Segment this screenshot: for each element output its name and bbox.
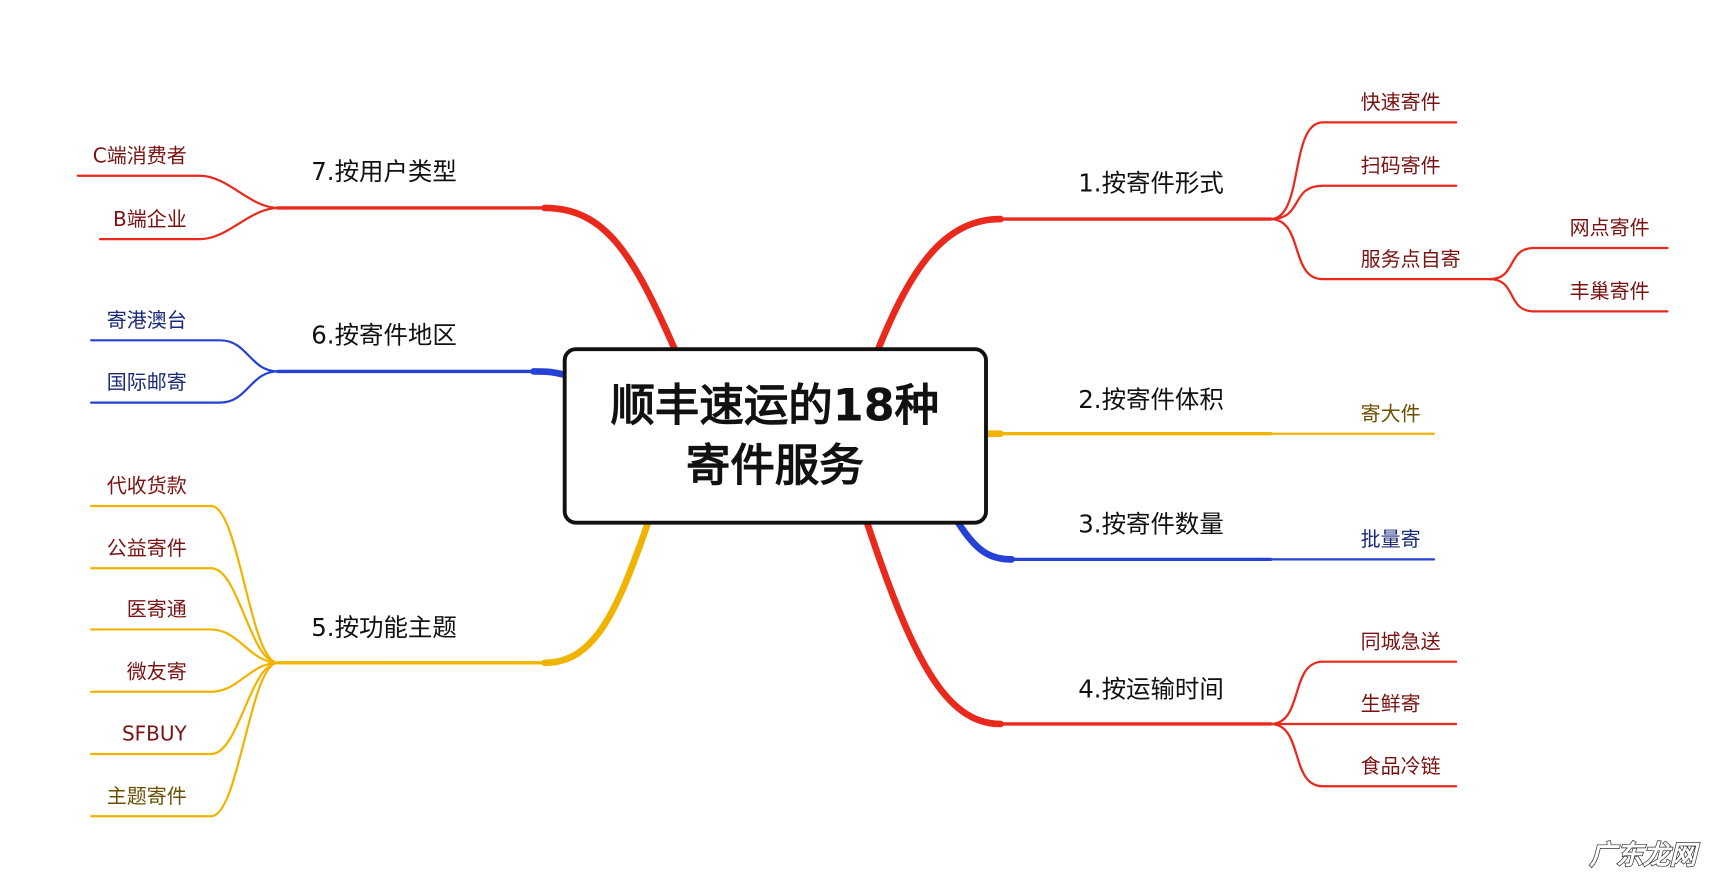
- leaf-connector: [1269, 660, 1458, 726]
- leaf-node[interactable]: 生鲜寄: [1361, 692, 1421, 716]
- leaf-node[interactable]: 扫码寄件: [1361, 153, 1441, 177]
- subleaf-connector: [1488, 246, 1669, 281]
- central-topic[interactable]: 顺丰速运的18种 寄件服务: [562, 347, 988, 525]
- leaf-node[interactable]: 寄港澳台: [107, 308, 187, 332]
- leaf-connector: [1269, 217, 1491, 281]
- leaf-connector: [90, 504, 280, 664]
- branch-3-label[interactable]: 3.按寄件数量: [1078, 510, 1224, 539]
- central-topic-line-2: 寄件服务: [686, 440, 864, 491]
- branch-7-label[interactable]: 7.按用户类型: [311, 157, 457, 186]
- branch-5-label[interactable]: 5.按功能主题: [311, 613, 457, 642]
- leaf-node[interactable]: 食品冷链: [1361, 754, 1441, 778]
- leaf-connector: [90, 661, 280, 756]
- connectors: [76, 121, 1669, 818]
- leaf-connector: [1269, 121, 1458, 221]
- branch-7-trunk: [541, 204, 679, 353]
- subleaf-node[interactable]: 网点寄件: [1570, 216, 1650, 240]
- branch-1-label[interactable]: 1.按寄件形式: [1078, 168, 1224, 197]
- central-topic-box[interactable]: [562, 347, 988, 525]
- central-topic-line-1: 顺丰速运的18种: [610, 380, 939, 431]
- leaf-connector: [90, 567, 280, 664]
- leaf-node[interactable]: 医寄通: [127, 597, 187, 621]
- leaf-node[interactable]: 代收货款: [107, 474, 187, 498]
- leaf-connector: [90, 661, 280, 818]
- leaf-node[interactable]: B端企业: [113, 207, 187, 231]
- leaf-node[interactable]: 国际邮寄: [107, 370, 187, 394]
- branch-4-label[interactable]: 4.按运输时间: [1078, 674, 1224, 703]
- leaf-connector: [90, 628, 280, 664]
- branch-3-trunk: [954, 519, 1015, 563]
- branch-2-label[interactable]: 2.按寄件体积: [1078, 385, 1224, 414]
- labels: 1.按寄件形式 快速寄件扫码寄件服务点自寄 网点寄件丰巢寄件 2.按寄件体积寄大件 3.…: [93, 90, 1650, 808]
- leaf-connector: [90, 661, 280, 693]
- leaf-connector: [76, 174, 280, 210]
- leaf-node[interactable]: SFBUY: [122, 722, 188, 746]
- branch-5-trunk: [541, 519, 652, 667]
- leaf-node[interactable]: 服务点自寄: [1361, 247, 1461, 271]
- leaf-node[interactable]: 主题寄件: [107, 784, 187, 808]
- leaf-node[interactable]: 批量寄: [1361, 527, 1421, 551]
- subleaf-connector: [1488, 278, 1669, 313]
- branch-6-trunk: [530, 368, 569, 379]
- leaf-node[interactable]: C端消费者: [93, 143, 187, 167]
- leaf-node[interactable]: 微友寄: [127, 659, 187, 683]
- watermark-logo: 广东龙网: [1590, 840, 1701, 871]
- leaf-node[interactable]: 快速寄件: [1361, 90, 1441, 114]
- branch-4-trunk: [863, 519, 1004, 728]
- leaf-connector: [1269, 722, 1458, 788]
- leaf-connector: [90, 370, 280, 404]
- leaf-connector: [1269, 184, 1458, 221]
- leaf-node[interactable]: 同城急送: [1361, 629, 1441, 653]
- leaf-connector: [90, 339, 280, 373]
- branch-6-label[interactable]: 6.按寄件地区: [311, 321, 457, 350]
- subleaf-node[interactable]: 丰巢寄件: [1570, 279, 1650, 303]
- branch-1-trunk: [874, 215, 1004, 353]
- leaf-node[interactable]: 公益寄件: [107, 536, 187, 560]
- leaf-node[interactable]: 寄大件: [1361, 401, 1421, 425]
- leaf-connector: [98, 206, 280, 241]
